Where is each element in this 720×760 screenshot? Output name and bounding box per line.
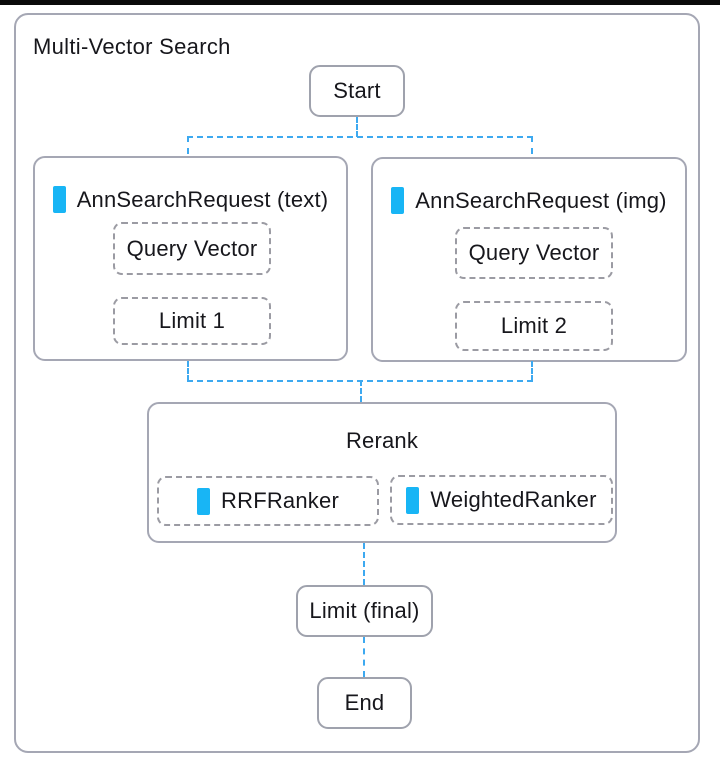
connector-rerank-down: [363, 543, 365, 585]
blue-bar-icon: [197, 487, 211, 515]
rerank-label: Rerank: [345, 428, 419, 453]
ann-img-label: AnnSearchRequest (img): [415, 187, 667, 213]
blue-bar-icon: [52, 186, 66, 213]
ann-text-label: AnnSearchRequest (text): [76, 186, 329, 212]
diagram-title: Multi-Vector Search: [33, 34, 231, 59]
connector-merge-left-stub: [187, 361, 189, 381]
connector-merge-right-stub: [531, 361, 533, 381]
top-border-bar: [0, 0, 720, 5]
ann-text-header: AnnSearchRequest (text): [35, 186, 346, 213]
connector-split-right-stub: [531, 136, 533, 154]
weighted-ranker-label: WeightedRanker: [430, 487, 597, 512]
connector-start-down: [356, 117, 358, 137]
node-end: End: [317, 677, 412, 729]
query-vector-text-label: Query Vector: [126, 235, 258, 261]
limit-2-label: Limit 2: [500, 313, 568, 338]
subnode-weighted-ranker: WeightedRanker: [390, 475, 613, 525]
subnode-rrf-ranker: RRFRanker: [157, 476, 379, 526]
query-vector-img-label: Query Vector: [468, 240, 600, 265]
connector-limit-down: [363, 637, 365, 677]
node-ann-search-request-img: AnnSearchRequest (img) Query Vector Limi…: [371, 157, 687, 362]
node-limit-final: Limit (final): [296, 585, 433, 637]
blue-bar-icon: [391, 187, 405, 214]
limit-1-label: Limit 1: [158, 308, 226, 333]
subnode-limit-2: Limit 2: [455, 301, 613, 351]
node-end-label: End: [344, 690, 385, 715]
subnode-query-vector-img: Query Vector: [455, 227, 613, 279]
node-start: Start: [309, 65, 405, 117]
connector-split-horizontal: [187, 136, 533, 138]
blue-bar-icon: [406, 486, 420, 514]
subnode-limit-1: Limit 1: [113, 297, 271, 345]
rrf-ranker-label: RRFRanker: [221, 488, 339, 513]
node-rerank: Rerank RRFRanker WeightedRanker: [147, 402, 617, 543]
ann-img-header: AnnSearchRequest (img): [373, 187, 685, 214]
connector-split-left-stub: [187, 136, 189, 154]
limit-final-label: Limit (final): [309, 598, 420, 623]
subnode-query-vector-text: Query Vector: [113, 222, 271, 275]
node-ann-search-request-text: AnnSearchRequest (text) Query Vector Lim…: [33, 156, 348, 361]
connector-merge-down: [360, 380, 362, 402]
node-start-label: Start: [333, 78, 381, 103]
